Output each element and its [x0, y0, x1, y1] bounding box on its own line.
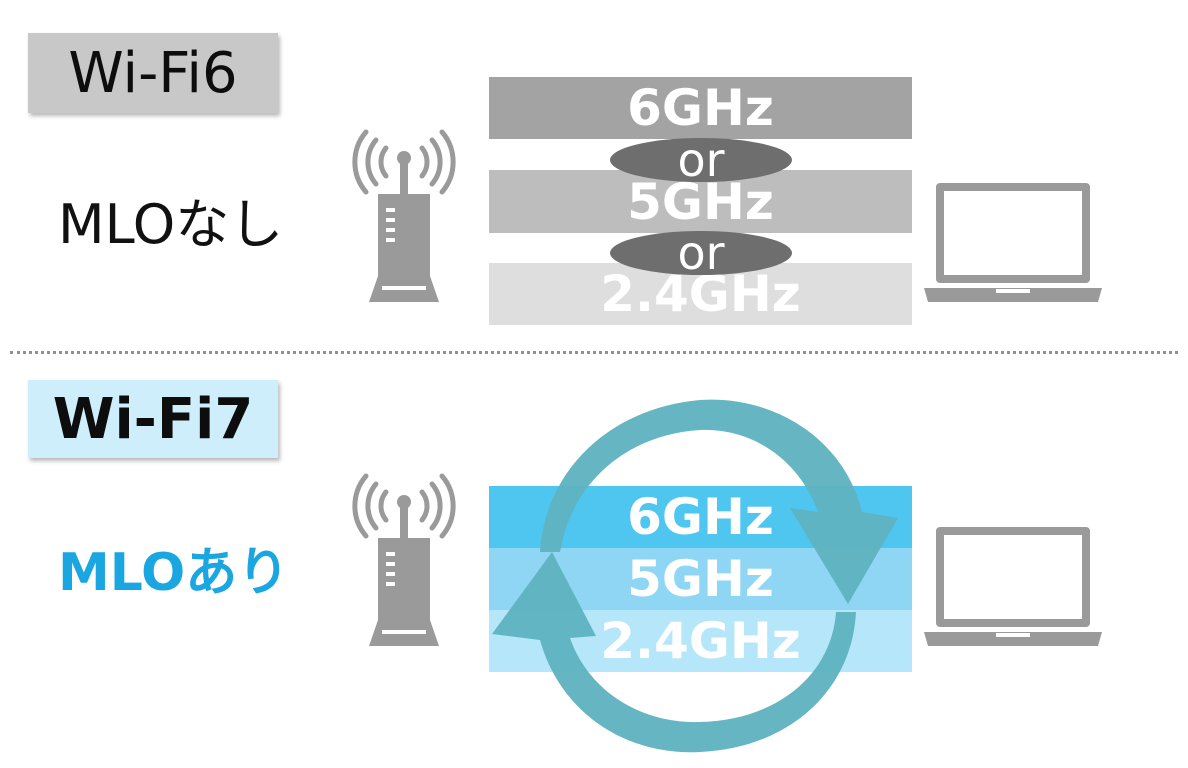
wifi6-or-separator-1: or	[610, 133, 792, 187]
wifi7-band-6ghz-label: 6GHz	[627, 488, 774, 546]
wifi6-band-5ghz-label: 5GHz	[627, 172, 774, 231]
wifi6-band-6ghz-label: 6GHz	[627, 79, 774, 137]
wifi7-label: Wi-Fi7	[28, 380, 278, 458]
section-divider	[10, 351, 1178, 354]
wifi7-band-2-4ghz: 2.4GHz	[489, 610, 912, 672]
wifi6-label: Wi-Fi6	[28, 33, 278, 113]
wifi6-band-6ghz: 6GHz	[489, 77, 912, 139]
wifi7-band-6ghz: 6GHz	[489, 486, 912, 548]
wifi-router-icon	[352, 129, 456, 302]
wifi7-band-2-4ghz-label: 2.4GHz	[600, 612, 801, 670]
laptop-icon	[924, 527, 1102, 646]
wifi7-band-5ghz-label: 5GHz	[627, 550, 774, 608]
wifi6-or-label-2: or	[677, 226, 725, 280]
wifi7-label-text: Wi-Fi7	[52, 386, 254, 452]
mlo-off-text: MLOなし	[58, 193, 284, 256]
wifi6-or-label-1: or	[677, 133, 725, 187]
wifi6-label-text: Wi-Fi6	[68, 40, 238, 106]
laptop-icon	[924, 183, 1102, 302]
wifi-router-icon	[352, 473, 456, 646]
wifi6-or-separator-2: or	[610, 226, 792, 280]
mlo-on-text: MLOあり	[58, 543, 290, 603]
wifi7-band-5ghz: 5GHz	[489, 548, 912, 610]
